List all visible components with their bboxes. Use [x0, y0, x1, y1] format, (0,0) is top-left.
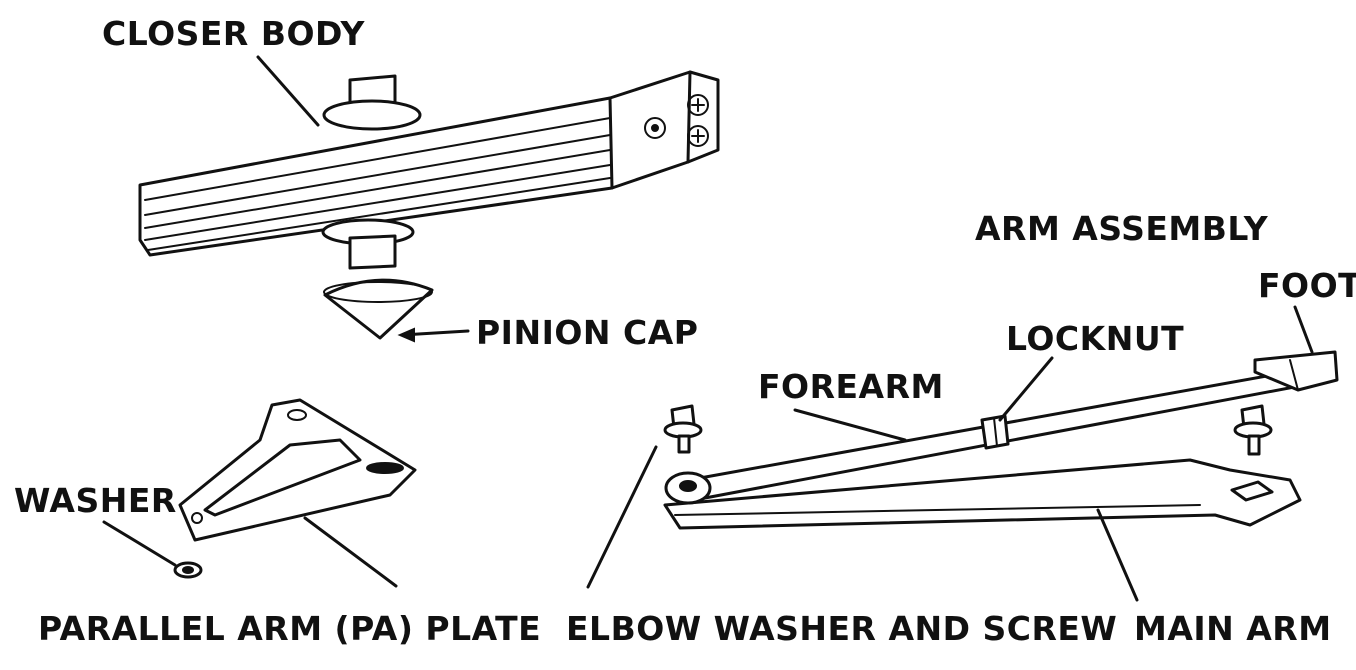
leader-foot: [1293, 305, 1314, 354]
label-elbow-washer-screw: ELBOW WASHER AND SCREW: [566, 609, 1117, 648]
leader-locknut: [998, 356, 1054, 422]
label-forearm: FOREARM: [758, 367, 944, 406]
label-closer-body: CLOSER BODY: [102, 14, 366, 53]
label-arm-assembly: ARM ASSEMBLY: [975, 209, 1269, 248]
label-washer: WASHER: [14, 481, 177, 520]
label-pinion-cap: PINION CAP: [476, 313, 698, 352]
label-locknut: LOCKNUT: [1006, 319, 1184, 358]
label-foot: FOOT: [1258, 266, 1356, 305]
leader-pa-plate: [303, 516, 398, 588]
leader-forearm: [793, 408, 907, 442]
leader-main-arm: [1096, 508, 1139, 602]
leader-closer-body: [256, 55, 320, 127]
arm-assembly-drawing: [663, 350, 1339, 530]
leader-elbow: [586, 445, 658, 589]
closer-body-drawing: [138, 70, 720, 340]
leader-pinion-arrowhead: [397, 327, 415, 343]
label-main-arm: MAIN ARM: [1134, 609, 1332, 648]
pa-plate-drawing: [173, 398, 417, 579]
leader-lines: [102, 55, 1314, 602]
leader-washer: [102, 520, 177, 567]
label-pa-plate: PARALLEL ARM (PA) PLATE: [38, 609, 541, 648]
